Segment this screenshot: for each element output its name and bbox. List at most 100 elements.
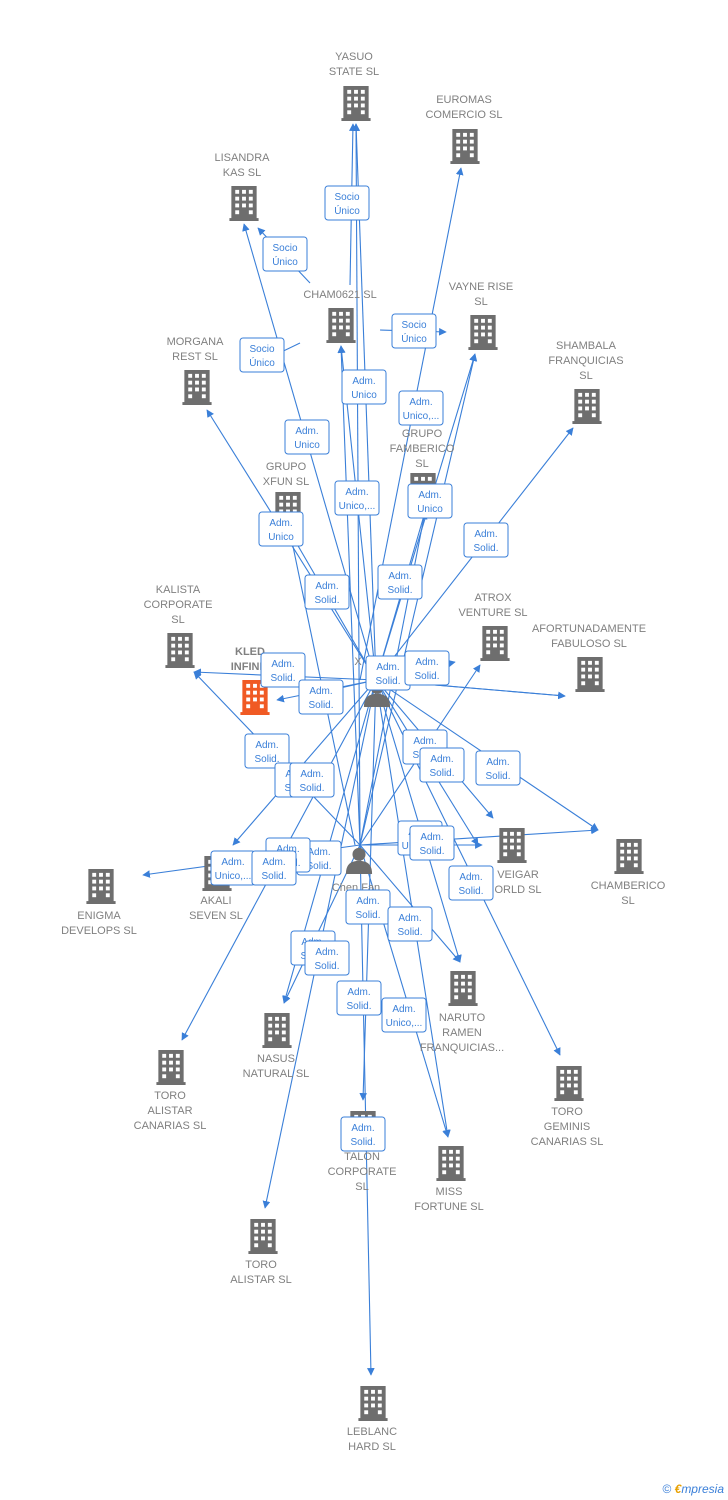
relation-box [409, 825, 455, 861]
relation-label-r27[interactable]: Adm.Solid. [409, 825, 455, 861]
relation-text: Adm. [392, 1004, 415, 1015]
relation-box [475, 750, 521, 786]
relation-label-r37[interactable]: Adm.Solid. [289, 762, 335, 798]
node-label: CORPORATE [328, 1166, 397, 1178]
relation-label-r32[interactable]: Adm.Solid. [304, 940, 350, 976]
relation-text: Unico,... [339, 501, 376, 512]
node-label: CHAMBERICO [591, 880, 666, 892]
relation-label-r17[interactable]: Adm.Solid. [298, 679, 344, 715]
node-vayne[interactable]: VAYNE RISE SL [449, 281, 513, 350]
person-icon [345, 847, 373, 874]
relation-label-r8[interactable]: Adm.Unico,... [334, 480, 380, 516]
relation-label-r7[interactable]: Adm.Unico [284, 419, 330, 455]
relation-box [336, 980, 382, 1016]
node-label: SL [621, 895, 634, 907]
building-icon [468, 315, 498, 350]
relation-text: Adm. [398, 913, 421, 924]
relation-label-r24[interactable]: Adm.Solid. [419, 747, 465, 783]
relation-label-r30[interactable]: Adm.Solid. [387, 906, 433, 942]
node-chamberico[interactable]: CHAMBERICO SL [591, 839, 666, 907]
relation-label-r25[interactable]: Adm.Solid. [475, 750, 521, 786]
relation-label-r5[interactable]: Adm.Unico [341, 369, 387, 405]
node-label: ALISTAR SL [230, 1274, 292, 1286]
relation-label-r13[interactable]: Adm.Solid. [463, 522, 509, 558]
relation-text: Adm. [295, 426, 318, 437]
relation-label-r28[interactable]: Adm.Solid. [448, 865, 494, 901]
node-x_person[interactable]: X [354, 656, 391, 707]
node-label: FAMBERICO [390, 443, 455, 455]
node-naruto[interactable]: NARUTORAMENFRANQUICIAS... [420, 971, 504, 1054]
relation-label-r33[interactable]: Adm.Solid. [336, 980, 382, 1016]
relation-label-r34[interactable]: Adm.Unico,... [381, 997, 427, 1033]
relation-text: Solid. [429, 768, 454, 779]
building-icon [554, 1066, 584, 1101]
relation-box [340, 1116, 386, 1152]
relation-label-r15[interactable]: Adm.Solid. [404, 650, 450, 686]
node-label: SL [474, 296, 487, 308]
node-label: CANARIAS SL [134, 1120, 207, 1132]
relation-label-r9[interactable]: Adm.Unico [407, 483, 453, 519]
node-label: NASUS [257, 1053, 295, 1065]
relation-label-r14[interactable]: Adm.Solid. [365, 655, 411, 691]
node-label: MISS [436, 1186, 463, 1198]
relations-layer: SocioÚnicoSocioÚnicoSocioÚnicoSocioÚnico… [210, 185, 521, 1152]
node-label: RAMEN [442, 1027, 482, 1039]
relation-label-r11[interactable]: Adm.Solid. [304, 574, 350, 610]
building-icon [614, 839, 644, 874]
relation-text: Adm. [315, 947, 338, 958]
relation-text: Único [334, 204, 360, 217]
empresia-logo-icon: € [674, 1482, 682, 1496]
relation-text: Único [272, 255, 298, 268]
relation-text: Adm. [276, 844, 299, 855]
relation-box [398, 390, 444, 426]
node-label: AFORTUNADAMENTE [532, 623, 646, 635]
relation-edge [359, 844, 461, 963]
relation-label-r35[interactable]: Adm.Solid. [340, 1116, 386, 1152]
relation-label-r22[interactable]: Adm.Unico,... [210, 850, 256, 886]
relation-label-r6[interactable]: Adm.Unico,... [398, 390, 444, 426]
relation-label-r29[interactable]: Adm.Solid. [345, 889, 391, 925]
relation-text: Socio [249, 344, 274, 355]
node-label: XFUN SL [263, 476, 309, 488]
relation-label-r18[interactable]: Adm.Solid. [244, 733, 290, 769]
relation-text: Socio [401, 320, 426, 331]
relation-label-r16[interactable]: Adm.Solid. [260, 652, 306, 688]
building-icon [182, 370, 212, 405]
relation-text: Adm. [315, 581, 338, 592]
relation-label-r10[interactable]: Adm.Unico [258, 511, 304, 547]
relation-label-r36[interactable]: Adm.Solid. [251, 850, 297, 886]
building-icon [450, 129, 480, 164]
empresia-watermark[interactable]: © €mpresia [662, 1482, 724, 1496]
relation-label-r12[interactable]: Adm.Solid. [377, 564, 423, 600]
relation-text: Adm. [486, 757, 509, 768]
node-label: VAYNE RISE [449, 281, 513, 293]
node-cham0621[interactable]: CHAM0621 SL [303, 289, 377, 343]
relation-box [419, 747, 465, 783]
